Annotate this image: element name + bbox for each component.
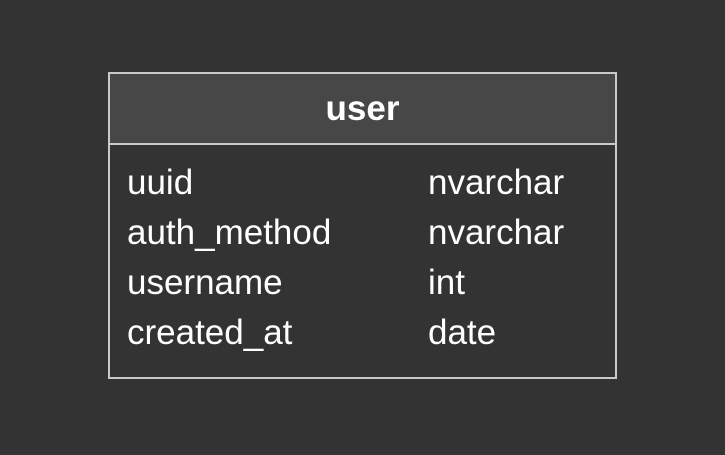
entity-title: user bbox=[325, 89, 400, 128]
attribute-name: uuid bbox=[127, 163, 194, 202]
attribute-type: nvarchar bbox=[428, 163, 565, 202]
attribute-row-username: username int bbox=[110, 258, 615, 308]
attribute-type: nvarchar bbox=[428, 213, 565, 252]
attribute-name: created_at bbox=[127, 313, 293, 352]
attribute-row-uuid: uuid nvarchar bbox=[110, 158, 615, 208]
attribute-row-auth-method: auth_method nvarchar bbox=[110, 208, 615, 258]
attribute-name: auth_method bbox=[127, 213, 332, 252]
attribute-type: date bbox=[428, 313, 497, 352]
attribute-row-created-at: created_at date bbox=[110, 308, 615, 358]
entity-header: user bbox=[110, 74, 615, 145]
entity-table-user[interactable]: user uuid nvarchar auth_method nvarchar … bbox=[108, 72, 617, 379]
attribute-type: int bbox=[428, 263, 465, 302]
attribute-name: username bbox=[127, 263, 283, 302]
